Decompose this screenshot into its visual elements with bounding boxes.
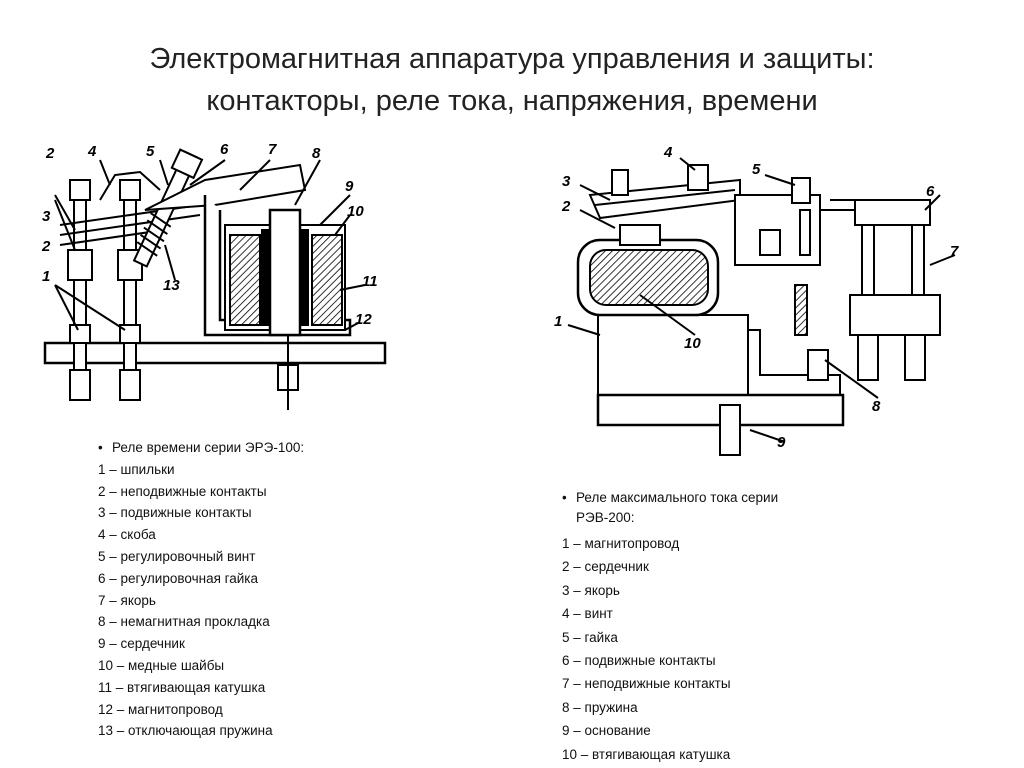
label-13: 13 <box>163 277 180 294</box>
legend-item: 7 – якорь <box>98 592 156 608</box>
legend-item: 9 – сердечник <box>98 636 185 652</box>
legend-item: 5 – гайка <box>562 629 618 645</box>
label-2: 2 <box>45 145 55 162</box>
ere-100-diagram <box>43 148 387 410</box>
rev-200-legend: Реле максимального тока серии РЭВ-200: 1… <box>562 488 797 766</box>
rev-200-diagram <box>567 157 956 456</box>
label-9: 9 <box>777 434 786 451</box>
legend-item: 3 – якорь <box>562 582 620 598</box>
title-line-1: Электромагнитная аппаратура управления и… <box>149 43 875 75</box>
rev-200-labels: 4 5 3 2 6 7 1 10 8 9 <box>554 144 959 451</box>
legend-item: 11 – втягивающая катушка <box>98 679 266 695</box>
label-1: 1 <box>554 313 562 330</box>
legend-heading: Реле времени серии ЭРЭ-100: <box>98 437 304 459</box>
label-4: 4 <box>87 143 97 160</box>
label-12: 12 <box>355 311 372 328</box>
label-8: 8 <box>312 145 321 162</box>
legend-item: 9 – основание <box>562 723 651 739</box>
legend-item: 12 – магнитопровод <box>98 701 223 717</box>
label-6: 6 <box>220 141 229 158</box>
label-11: 11 <box>362 273 378 290</box>
title-line-2: контакторы, реле тока, напряжения, време… <box>206 85 818 117</box>
legend-item: 2 – неподвижные контакты <box>98 483 267 499</box>
label-7: 7 <box>268 141 277 158</box>
label-4: 4 <box>663 144 673 161</box>
label-2b: 2 <box>41 238 51 255</box>
label-6: 6 <box>926 183 935 200</box>
legend-item: 2 – сердечник <box>562 559 649 575</box>
ere-100-legend: Реле времени серии ЭРЭ-100: 1 – шпильки … <box>98 437 304 742</box>
legend-item: 4 – скоба <box>98 527 156 543</box>
legend-item: 13 – отключающая пружина <box>98 723 273 739</box>
legend-item: 1 – магнитопровод <box>562 536 680 551</box>
legend-item: 3 – подвижные контакты <box>98 505 252 521</box>
legend-item: 1 – шпильки <box>98 461 175 477</box>
label-3: 3 <box>42 208 51 225</box>
legend-item: 10 – медные шайбы <box>98 657 225 673</box>
legend-item: 7 – неподвижные контакты <box>562 676 731 692</box>
legend-item: 5 – регулировочный винт <box>98 548 256 564</box>
label-3: 3 <box>562 173 571 190</box>
legend-item: 10 – втягивающая катушка <box>562 746 731 762</box>
slide-title: Электромагнитная аппаратура управления и… <box>0 38 1024 122</box>
legend-item: 6 – регулировочная гайка <box>98 570 259 586</box>
legend-item: 8 – пружина <box>562 699 638 715</box>
ere-100-labels: 2 4 5 6 7 8 9 10 3 2 1 13 11 12 <box>41 141 378 328</box>
label-5: 5 <box>752 161 761 178</box>
label-1: 1 <box>42 268 50 285</box>
label-8: 8 <box>872 398 881 415</box>
legend-item: 4 – винт <box>562 606 613 622</box>
label-9: 9 <box>345 178 354 195</box>
label-2: 2 <box>561 198 571 215</box>
legend-heading: Реле максимального тока серии РЭВ-200: <box>562 488 797 528</box>
legend-item: 6 – подвижные контакты <box>562 652 716 668</box>
label-10: 10 <box>347 203 364 220</box>
label-7: 7 <box>950 243 959 260</box>
legend-item: 8 – немагнитная прокладка <box>98 614 270 630</box>
label-5: 5 <box>146 143 155 160</box>
label-10: 10 <box>684 335 701 352</box>
